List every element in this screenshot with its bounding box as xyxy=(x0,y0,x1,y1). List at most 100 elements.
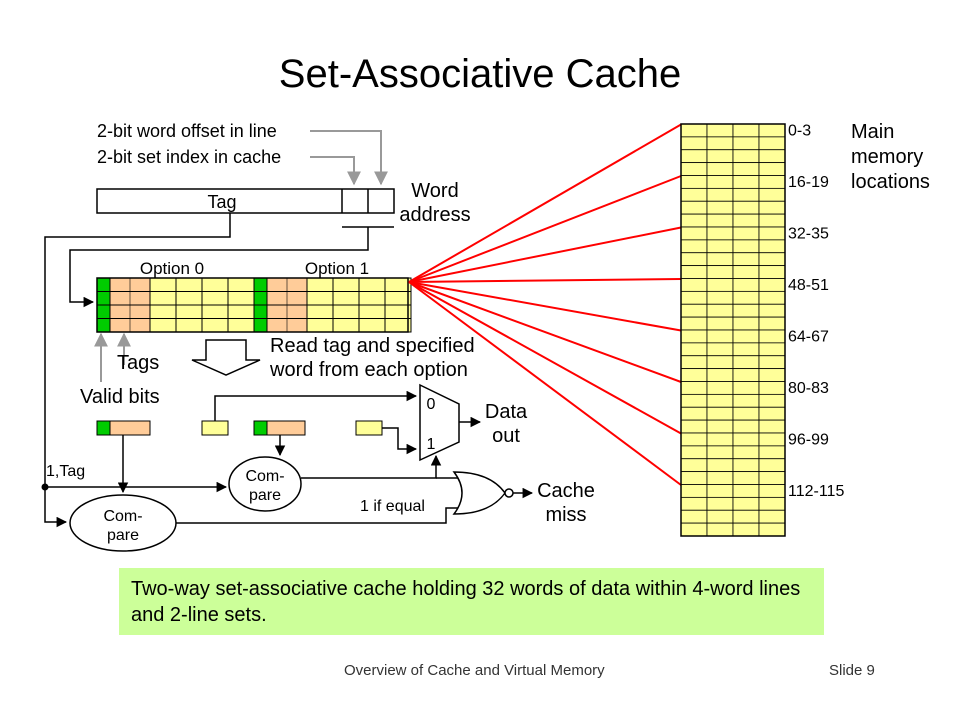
memory-word-cell xyxy=(706,329,734,344)
memory-word-cell xyxy=(706,252,734,267)
memory-word-cell xyxy=(706,265,734,279)
data-out-label-1: Data xyxy=(485,401,528,423)
cache-word-cell xyxy=(384,304,412,319)
memory-word-cell xyxy=(732,432,760,447)
memory-word-cell xyxy=(680,432,708,447)
memory-word-cell xyxy=(732,342,760,357)
mapping-lines xyxy=(408,123,682,486)
memory-word-cell xyxy=(706,213,734,228)
memory-word-cell xyxy=(758,175,786,189)
memory-word-cell xyxy=(680,393,708,408)
mapping-line xyxy=(408,226,682,283)
if-equal-label: 1 if equal xyxy=(360,498,425,515)
cache-word-cell xyxy=(384,318,412,333)
memory-address-label: 0-3 xyxy=(788,123,811,140)
read-label-2: word from each option xyxy=(269,359,468,381)
memory-word-cell xyxy=(680,406,708,421)
memory-word-cell xyxy=(680,329,708,344)
memory-word-cell xyxy=(732,329,760,344)
memory-word-cell xyxy=(680,123,708,138)
memory-word-cell xyxy=(758,149,786,164)
ltag-label: 1,Tag xyxy=(46,463,85,480)
mux-input-1: 1 xyxy=(427,436,436,453)
set-index-arrow xyxy=(310,156,361,186)
cache-word-cell xyxy=(332,291,360,306)
memory-word-cell xyxy=(732,175,760,189)
memory-word-cell xyxy=(732,290,760,305)
address-register xyxy=(96,188,395,214)
memory-address-label: 16-19 xyxy=(788,174,829,191)
memory-word-cell xyxy=(732,265,760,279)
memory-word-cell xyxy=(758,329,786,344)
memory-word-cell xyxy=(732,458,760,473)
memory-word-cell xyxy=(706,149,734,164)
memory-word-cell xyxy=(680,149,708,164)
memory-word-cell xyxy=(680,278,708,292)
memory-word-cell xyxy=(706,303,734,318)
cache-word-cell xyxy=(201,277,229,292)
memory-word-cell xyxy=(680,175,708,189)
cache-word-cell xyxy=(227,291,255,306)
read-arrow-icon xyxy=(191,339,261,376)
memory-word-cell xyxy=(758,509,786,524)
cache-array xyxy=(96,277,412,333)
memory-word-cell xyxy=(706,200,734,215)
memory-word-cell xyxy=(758,368,786,382)
cache-word-cell xyxy=(358,291,386,306)
valid-bit-option1 xyxy=(253,420,268,436)
memory-word-cell xyxy=(732,239,760,254)
memory-word-cell xyxy=(758,136,786,151)
memory-word-cell xyxy=(732,368,760,382)
memory-word-cell xyxy=(758,278,786,292)
memory-word-cell xyxy=(680,239,708,254)
word-offset-label: 2-bit word offset in line xyxy=(97,121,277,141)
memory-word-cell xyxy=(732,355,760,370)
cache-valid-bit xyxy=(253,304,268,319)
memory-word-cell xyxy=(680,290,708,305)
cache-miss-label-1: Cache xyxy=(537,480,595,502)
memory-word-cell xyxy=(706,522,734,537)
memory-word-cell xyxy=(732,226,760,241)
mapping-line xyxy=(408,281,682,332)
memory-word-cell xyxy=(680,496,708,511)
memory-word-cell xyxy=(680,162,708,176)
set-index-line xyxy=(69,227,369,308)
memory-word-cell xyxy=(706,406,734,421)
memory-word-cell xyxy=(758,522,786,537)
cache-word-cell xyxy=(227,277,255,292)
cache-word-cell xyxy=(384,291,412,306)
compare0-to-nor xyxy=(176,507,459,524)
memory-word-cell xyxy=(680,200,708,215)
mapping-line xyxy=(408,281,682,383)
cache-word-cell xyxy=(201,304,229,319)
memory-word-cell xyxy=(680,355,708,370)
cache-word-cell xyxy=(384,277,412,292)
memory-address-label: 48-51 xyxy=(788,277,829,294)
memory-word-cell xyxy=(758,213,786,228)
cache-word-cell xyxy=(149,277,177,292)
nor-bubble xyxy=(504,488,514,498)
cache-word-cell xyxy=(227,304,255,319)
memory-word-cell xyxy=(732,393,760,408)
memory-word-cell xyxy=(758,471,786,485)
comparator-option1 xyxy=(228,456,302,512)
read-label-1: Read tag and specified xyxy=(270,335,475,357)
word-address-label-2: address xyxy=(399,204,470,226)
memory-word-cell xyxy=(706,355,734,370)
tag-field-label: Tag xyxy=(207,192,236,212)
memory-word-cell xyxy=(758,393,786,408)
cache-word-cell xyxy=(175,304,203,319)
memory-word-cell xyxy=(706,187,734,202)
slide-number: Slide 9 xyxy=(829,662,875,679)
memory-word-cell xyxy=(706,432,734,447)
memory-word-cell xyxy=(680,187,708,202)
memory-word-cell xyxy=(706,278,734,292)
memory-word-cell xyxy=(680,213,708,228)
cache-word-cell xyxy=(306,277,334,292)
multiplexer xyxy=(419,383,460,462)
memory-word-cell xyxy=(680,226,708,241)
memory-word-cell xyxy=(706,162,734,176)
cache-word-cell xyxy=(201,291,229,306)
memory-word-cell xyxy=(732,381,760,395)
memory-word-cell xyxy=(706,368,734,382)
